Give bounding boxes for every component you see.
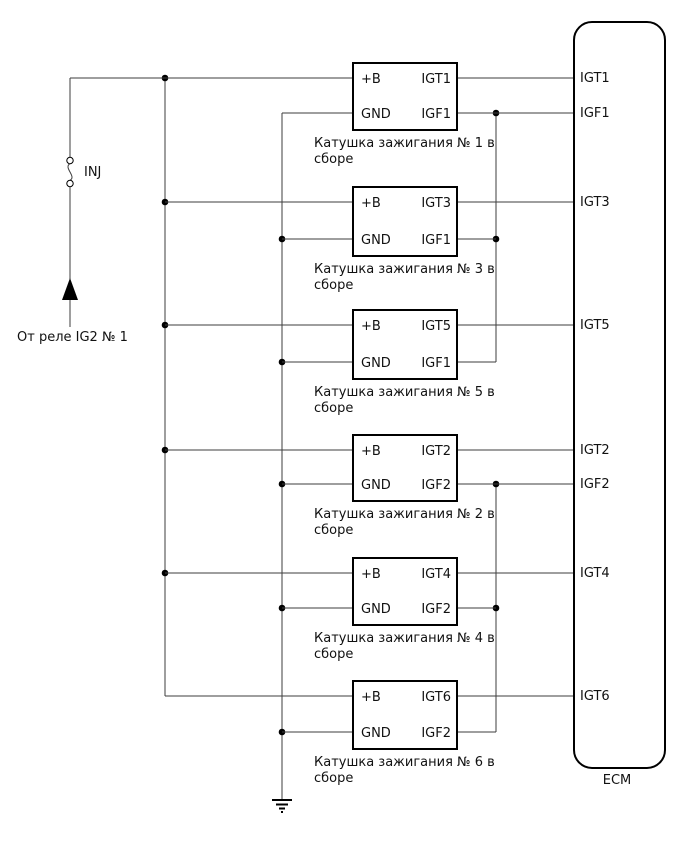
ecm-box [573, 21, 666, 769]
ecm-block: IGT1 IGF1 IGT3 IGT5 IGT2 IGF2 IGT4 IGT6 … [573, 21, 666, 788]
coil-6-caption-line1: Катушка зажигания № 6 в [314, 755, 495, 770]
coil-4-box [352, 557, 458, 626]
power-source-branch: INJ От реле IG2 № 1 [17, 78, 128, 345]
coil-6-pin-plus-b: +B [361, 690, 381, 705]
coil-2-caption-line1: Катушка зажигания № 2 в [314, 507, 495, 522]
coil-1-caption-line1: Катушка зажигания № 1 в [314, 136, 495, 151]
coil-2-pin-igt: IGT2 [421, 444, 451, 459]
coil-2: +B IGT2 GND IGF2 Катушка зажигания № 2 в… [165, 434, 574, 538]
coil-1: +B IGT1 GND IGF1 Катушка зажигания № 1 в… [70, 62, 574, 167]
ecm-label: ECM [603, 773, 632, 788]
coil-1-box [352, 62, 458, 131]
coil-4: +B IGT4 GND IGF2 Катушка зажигания № 4 в… [165, 557, 574, 662]
ecm-pin-igt6: IGT6 [580, 689, 610, 704]
ecm-pin-igt3: IGT3 [580, 195, 610, 210]
coil-2-box [352, 434, 458, 502]
coil-3-pin-igt: IGT3 [421, 196, 451, 211]
ground-bus [272, 113, 292, 813]
coil-6-pin-igt: IGT6 [421, 690, 451, 705]
coil-5-pin-plus-b: +B [361, 319, 381, 334]
coil-6-caption-line2: сборе [314, 771, 353, 786]
coil-5-caption-line2: сборе [314, 401, 353, 416]
coil-6-pin-igf: IGF2 [421, 726, 451, 741]
coil-3-caption-line2: сборе [314, 278, 353, 293]
coil-4-pin-plus-b: +B [361, 567, 381, 582]
coil-1-caption-line2: сборе [314, 152, 353, 167]
plus-b-bus [161, 74, 169, 696]
fuse-label: INJ [84, 165, 101, 180]
coil-6: +B IGT6 GND IGF2 Катушка зажигания № 6 в… [165, 680, 574, 786]
fuse-terminal-top-icon [66, 156, 74, 165]
coil-3: +B IGT3 GND IGF1 Катушка зажигания № 3 в… [165, 186, 574, 293]
fuse-element-icon [67, 163, 73, 181]
coil-2-pin-igf: IGF2 [421, 478, 451, 493]
coil-5-pin-igf: IGF1 [421, 356, 451, 371]
ground-symbol-icon [272, 799, 292, 813]
coil-4-pin-gnd: GND [361, 602, 391, 617]
coil-5-pin-igt: IGT5 [421, 319, 451, 334]
relay-source-label: От реле IG2 № 1 [17, 330, 128, 345]
coil-3-pin-igf: IGF1 [421, 233, 451, 248]
coil-1-pin-gnd: GND [361, 107, 391, 122]
coil-3-pin-gnd: GND [361, 233, 391, 248]
coil-2-pin-gnd: GND [361, 478, 391, 493]
coil-2-pin-plus-b: +B [361, 444, 381, 459]
coil-5-pin-gnd: GND [361, 356, 391, 371]
coil-4-caption-line2: сборе [314, 647, 353, 662]
coil-5: +B IGT5 GND IGF1 Катушка зажигания № 5 в… [165, 309, 574, 416]
ecm-pin-igt5: IGT5 [580, 318, 610, 333]
coil-5-box [352, 309, 458, 380]
coil-1-pin-igt: IGT1 [421, 72, 451, 87]
fuse-terminal-bottom-icon [66, 179, 74, 188]
coil-4-caption-line1: Катушка зажигания № 4 в [314, 631, 495, 646]
coil-3-caption-line1: Катушка зажигания № 3 в [314, 262, 495, 277]
ecm-pin-igt1: IGT1 [580, 71, 610, 86]
ecm-pin-igt2: IGT2 [580, 443, 610, 458]
coil-3-box [352, 186, 458, 257]
ecm-pin-igf2: IGF2 [580, 477, 610, 492]
coil-1-pin-igf: IGF1 [421, 107, 451, 122]
coil-6-pin-gnd: GND [361, 726, 391, 741]
coil-4-pin-igt: IGT4 [421, 567, 451, 582]
coil-2-caption-line2: сборе [314, 523, 353, 538]
coil-1-pin-plus-b: +B [361, 72, 381, 87]
ecm-pin-igf1: IGF1 [580, 106, 610, 121]
flow-arrow-up-icon [62, 278, 78, 300]
coil-4-pin-igf: IGF2 [421, 602, 451, 617]
coil-3-pin-plus-b: +B [361, 196, 381, 211]
igf1-bus [492, 109, 500, 362]
coil-6-box [352, 680, 458, 750]
ecm-pin-igt4: IGT4 [580, 566, 610, 581]
coil-5-caption-line1: Катушка зажигания № 5 в [314, 385, 495, 400]
